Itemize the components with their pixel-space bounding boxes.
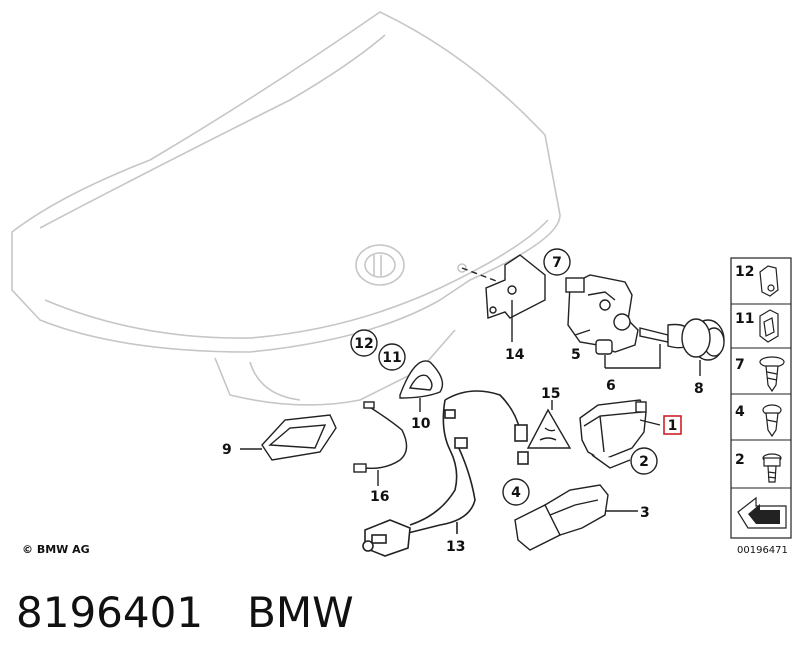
legend-number-4: 4 xyxy=(735,404,745,420)
diagram-id: 00196471 xyxy=(737,545,788,556)
callout-3[interactable]: 3 xyxy=(640,505,650,521)
callout-11-number: 11 xyxy=(382,350,401,366)
part-lock-cylinder-5 xyxy=(565,274,639,368)
screw-icon xyxy=(759,356,785,393)
part-caption: 8196401 BMW xyxy=(16,582,354,642)
callout-7[interactable]: 7 xyxy=(543,248,571,276)
expanding-rivet-icon xyxy=(762,404,782,438)
callout-9[interactable]: 9 xyxy=(222,442,232,458)
copyright-text: © BMW AG xyxy=(22,543,90,556)
callout-4[interactable]: 4 xyxy=(502,478,530,506)
trunk-lid-illustration xyxy=(11,11,561,406)
callout-2-number: 2 xyxy=(639,454,649,470)
callout-1-highlighted[interactable]: 1 xyxy=(663,415,682,435)
callout-4-number: 4 xyxy=(511,485,521,501)
part-bracket-14 xyxy=(485,254,546,342)
callout-2[interactable]: 2 xyxy=(630,447,658,475)
legend-row-4[interactable]: 4 xyxy=(735,404,782,438)
part-grommet-8 xyxy=(681,318,725,376)
callout-11[interactable]: 11 xyxy=(378,343,406,371)
legend-row-12[interactable]: 12 xyxy=(735,264,779,297)
legend-row-7[interactable]: 7 xyxy=(735,356,785,393)
legend-number-11: 11 xyxy=(735,311,754,327)
clip-nut-icon xyxy=(759,265,779,297)
legend-number-12: 12 xyxy=(735,264,754,280)
part-cover-cap-10 xyxy=(399,360,444,412)
callout-12[interactable]: 12 xyxy=(350,329,378,357)
part-latch-3 xyxy=(514,484,638,551)
callout-12-number: 12 xyxy=(354,336,373,352)
clip-icon xyxy=(759,309,779,343)
legend-number-7: 7 xyxy=(735,357,745,373)
brand-name: BMW xyxy=(247,587,354,637)
callout-8[interactable]: 8 xyxy=(694,381,704,397)
callout-15[interactable]: 15 xyxy=(541,386,560,402)
part-cable-16 xyxy=(353,401,408,486)
part-wiring-harness-13 xyxy=(362,390,529,557)
callout-7-number: 7 xyxy=(552,255,562,271)
part-trunk-light-9 xyxy=(240,414,337,461)
callout-13[interactable]: 13 xyxy=(446,539,465,555)
legend-number-2: 2 xyxy=(735,452,745,468)
fastener-legend: 12 11 7 4 xyxy=(730,257,792,539)
arrow-direction-icon xyxy=(737,496,787,529)
legend-row-11[interactable]: 11 xyxy=(735,309,779,343)
callout-5[interactable]: 5 xyxy=(571,347,581,363)
callout-14[interactable]: 14 xyxy=(505,347,525,363)
callout-1-number: 1 xyxy=(668,418,678,434)
part-warning-label-15 xyxy=(526,400,572,449)
legend-row-2[interactable]: 2 xyxy=(735,452,782,483)
callout-6[interactable]: 6 xyxy=(606,378,616,394)
part-key-6 xyxy=(605,323,693,369)
callout-10[interactable]: 10 xyxy=(411,416,431,432)
part-lock-actuator-1 xyxy=(579,399,661,469)
bolt-icon xyxy=(762,453,782,483)
callout-16[interactable]: 16 xyxy=(370,489,389,505)
part-number: 8196401 xyxy=(16,587,204,637)
